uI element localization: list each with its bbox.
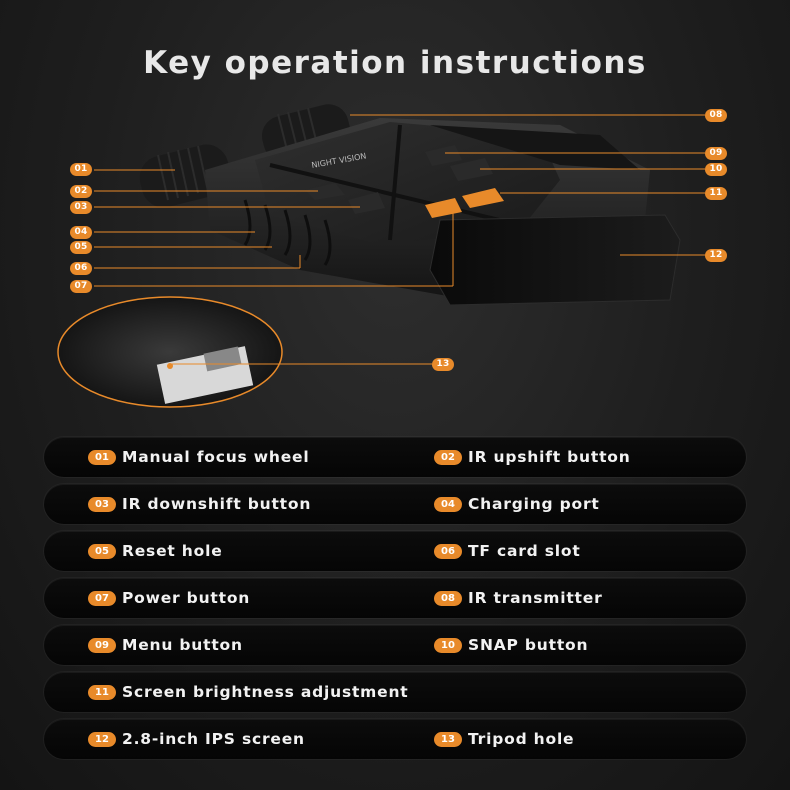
ir-upshift-button <box>305 183 345 200</box>
legend-label: IR downshift button <box>122 495 312 513</box>
legend-row: 01 Manual focus wheel 02 IR upshift butt… <box>44 437 746 477</box>
legend-item: 04 Charging port <box>434 484 600 524</box>
legend-number: 05 <box>88 543 116 559</box>
legend-row: 07 Power button 08 IR transmitter <box>44 578 746 618</box>
legend-label: Manual focus wheel <box>122 448 310 466</box>
legend-number: 12 <box>88 731 116 747</box>
legend-item: 07 Power button <box>88 578 250 618</box>
brightness-button <box>462 188 504 208</box>
legend-number: 03 <box>88 496 116 512</box>
legend-label: IR upshift button <box>468 448 631 466</box>
callout-13: 13 <box>432 358 454 371</box>
legend-number: 07 <box>88 590 116 606</box>
callout-01: 01 <box>70 163 92 176</box>
callout-11: 11 <box>705 187 727 200</box>
legend-number: 06 <box>434 543 462 559</box>
legend-label: Power button <box>122 589 251 607</box>
legend-label: 2.8-inch IPS screen <box>122 730 305 748</box>
legend-row: 12 2.8-inch IPS screen 13 Tripod hole <box>44 719 746 759</box>
legend-item: 08 IR transmitter <box>434 578 603 618</box>
legend-item: 06 TF card slot <box>434 531 581 571</box>
callout-08: 08 <box>705 109 727 122</box>
legend-number: 11 <box>88 684 116 700</box>
legend-item: 02 IR upshift button <box>434 437 631 477</box>
legend-item: 03 IR downshift button <box>88 484 311 524</box>
legend-row: 11 Screen brightness adjustment <box>44 672 746 712</box>
binoculars-illustration: NIGHT VISION <box>57 104 705 408</box>
legend-number: 13 <box>434 731 462 747</box>
callout-10: 10 <box>705 163 727 176</box>
legend-number: 08 <box>434 590 462 606</box>
screen-hood <box>429 214 681 306</box>
snap-button <box>450 158 493 181</box>
legend-label: Charging port <box>468 495 600 513</box>
legend-row: 03 IR downshift button 04 Charging port <box>44 484 746 524</box>
legend-label: SNAP button <box>468 636 589 654</box>
menu-button <box>425 145 462 166</box>
callout-12: 12 <box>705 249 727 262</box>
legend-item: 05 Reset hole <box>88 531 223 571</box>
tripod-zoom-inset <box>57 296 283 408</box>
legend-number: 10 <box>434 637 462 653</box>
legend-row: 09 Menu button 10 SNAP button <box>44 625 746 665</box>
callout-09: 09 <box>705 147 727 160</box>
legend-number: 09 <box>88 637 116 653</box>
callout-04: 04 <box>70 226 92 239</box>
legend-label: Menu button <box>122 636 243 654</box>
callout-07: 07 <box>70 280 92 293</box>
legend-number: 04 <box>434 496 462 512</box>
page-title: Key operation instructions <box>143 45 647 81</box>
callout-02: 02 <box>70 185 92 198</box>
legend-label: IR transmitter <box>468 589 603 607</box>
leader-lines <box>94 114 705 365</box>
ir-downshift-button <box>348 192 385 214</box>
legend-label: Screen brightness adjustment <box>122 683 409 701</box>
legend-item: 09 Menu button <box>88 625 243 665</box>
legend-label: TF card slot <box>468 542 581 560</box>
callout-05: 05 <box>70 241 92 254</box>
legend-item: 10 SNAP button <box>434 625 588 665</box>
legend-item: 13 Tripod hole <box>434 719 574 759</box>
legend-item: 01 Manual focus wheel <box>88 437 309 477</box>
legend-item: 11 Screen brightness adjustment <box>88 672 408 712</box>
legend-item: 12 2.8-inch IPS screen <box>88 719 305 759</box>
legend-row: 05 Reset hole 06 TF card slot <box>44 531 746 571</box>
callout-03: 03 <box>70 201 92 214</box>
legend-label: Reset hole <box>122 542 223 560</box>
legend-label: Tripod hole <box>468 730 575 748</box>
legend-number: 01 <box>88 449 116 465</box>
callout-06: 06 <box>70 262 92 275</box>
legend-number: 02 <box>434 449 462 465</box>
